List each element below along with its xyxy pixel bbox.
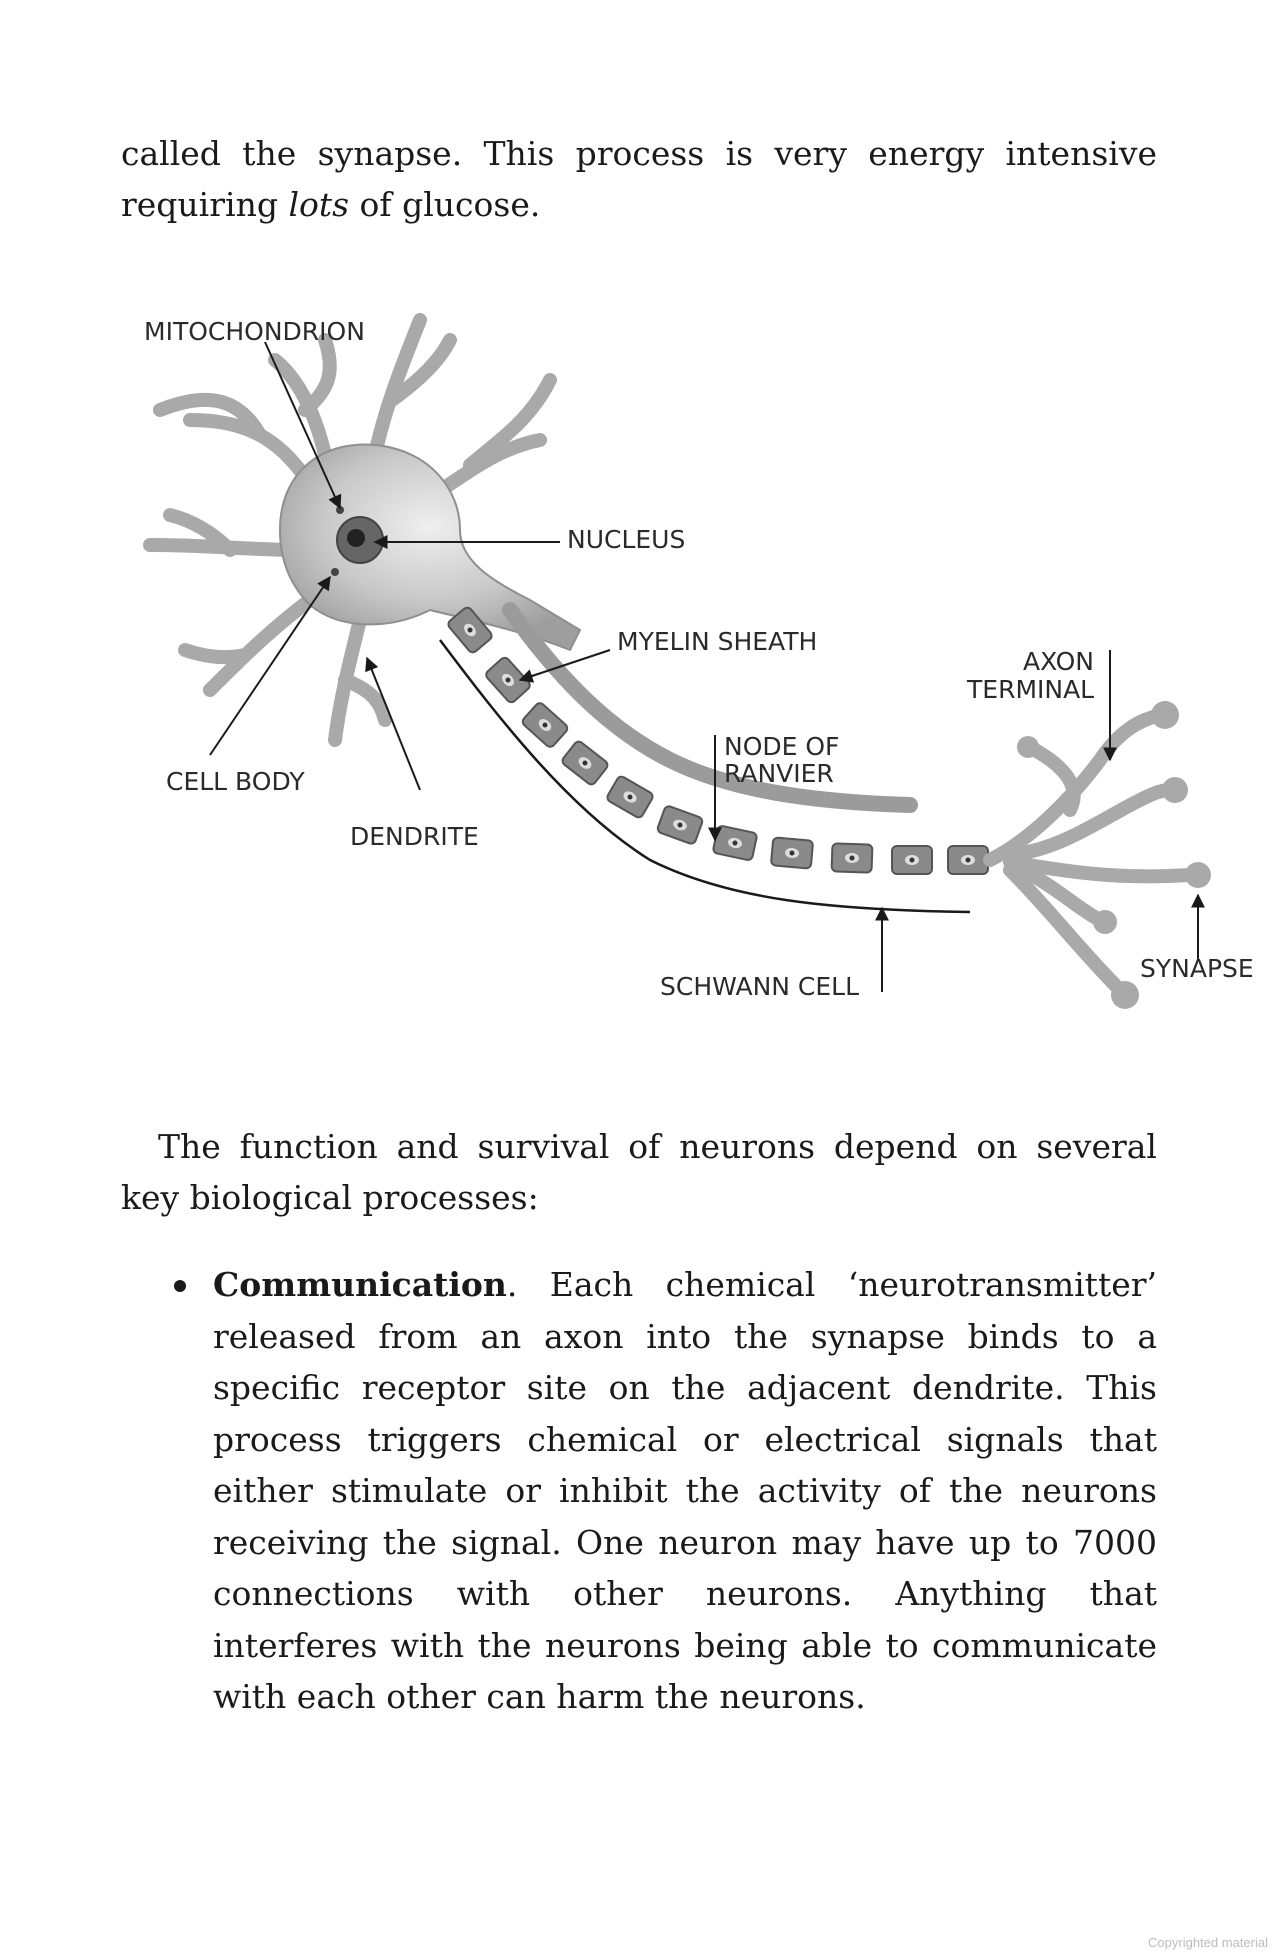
cell-body-shape (278, 443, 582, 652)
paragraph-intro: The function and survival of neurons dep… (121, 1127, 1157, 1217)
paragraph-top-text-end: of glucose. (349, 185, 541, 224)
dendrite-branch (178, 593, 317, 697)
terminal-branch (1003, 783, 1177, 862)
terminal-branch (983, 708, 1167, 867)
label-mitochondrion: MITOCHONDRION (144, 317, 365, 346)
mitochondrion-pointer (264, 341, 342, 510)
axon-outline (439, 639, 971, 914)
bullet-icon (174, 1280, 186, 1292)
axon-shape (502, 602, 918, 813)
axon-terminal-branches (983, 708, 1197, 997)
mitochondrion-dot (331, 568, 339, 576)
label-cell-body: CELL BODY (166, 767, 305, 796)
label-nucleus: NUCLEUS (567, 525, 685, 554)
dendrite-branch (328, 613, 392, 747)
terminal-knob (1151, 701, 1179, 729)
terminal-branch (1003, 863, 1127, 997)
dendrite-pointer (365, 656, 421, 791)
myelin-segment (447, 606, 493, 654)
myelin-segments (447, 606, 989, 875)
myelin-segment (891, 845, 933, 875)
terminal-knob (1185, 862, 1211, 888)
bullet-communication: Communication. Each chemical ‘neurotrans… (213, 1259, 1157, 1723)
bullet-heading: Communication (213, 1265, 507, 1304)
myelin-segment (485, 656, 531, 704)
myelin-segment (561, 740, 609, 786)
terminal-knob (1093, 910, 1117, 934)
label-dendrite: DENDRITE (350, 822, 479, 851)
paragraph-top-italic: lots (288, 185, 350, 224)
label-axon-terminal-line2: TERMINAL (966, 675, 1094, 704)
label-node-of-ranvier-line1: NODE OF (724, 732, 839, 761)
label-node-of-ranvier-line2: RANVIER (724, 759, 834, 788)
terminal-branch (1013, 861, 1107, 927)
myelin-segment (770, 836, 814, 870)
nucleolus-shape (347, 529, 365, 547)
terminal-knob (1162, 777, 1188, 803)
terminal-knob (1111, 981, 1139, 1009)
paragraph-top-text: called the synapse. This process is very… (121, 134, 1157, 224)
cell-body-pointer (209, 575, 331, 756)
myelin-segment (712, 825, 758, 861)
bullet-body: . Each chemical ‘neurotransmitter’ relea… (213, 1265, 1157, 1716)
dendrites (143, 313, 557, 747)
label-schwann-cell: SCHWANN CELL (660, 972, 859, 1001)
myelin-segment (521, 702, 569, 748)
terminal-branch (1028, 743, 1081, 817)
label-axon-terminal-line1: AXON (1023, 647, 1094, 676)
copyright-footer: Copyrighted material (1148, 1935, 1268, 1950)
terminal-knobs (1017, 701, 1211, 1009)
label-myelin-sheath: MYELIN SHEATH (617, 627, 817, 656)
myelin-segment (656, 805, 704, 845)
myelin-pointer (518, 649, 611, 683)
label-synapse: SYNAPSE (1140, 954, 1254, 983)
myelin-segment (947, 845, 989, 875)
dendrite-branch (143, 508, 307, 557)
myelin-segment (606, 775, 654, 819)
paragraph-top: called the synapse. This process is very… (121, 128, 1157, 230)
leader-lines (209, 341, 1205, 992)
terminal-knob (1017, 736, 1039, 758)
myelin-segment (830, 842, 874, 874)
neuron-diagram: MITOCHONDRION NUCLEUS MYELIN SHEATH AXON… (143, 313, 1254, 1009)
